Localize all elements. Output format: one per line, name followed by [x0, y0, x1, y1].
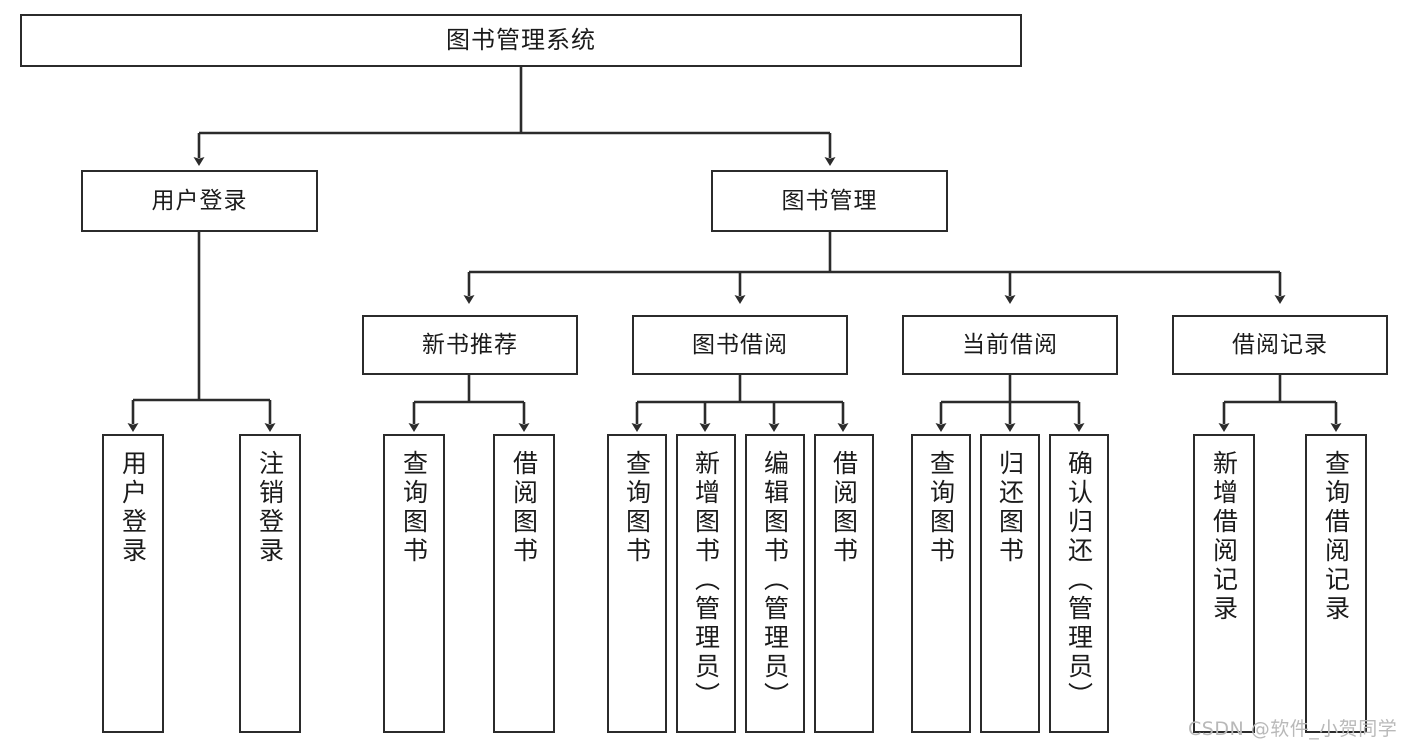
node-borrow-record[interactable]: 借阅记录: [1172, 315, 1388, 375]
node-label: 编辑图书（管理员）: [760, 450, 790, 711]
node-label: 用户登录: [118, 450, 148, 566]
node-label: 确认归还（管理员）: [1064, 450, 1094, 711]
csdn-watermark: CSDN @软件_小贺同学: [1188, 718, 1398, 740]
node-leaf-confirm-return[interactable]: 确认归还（管理员）: [1049, 434, 1109, 733]
node-leaf-add-book[interactable]: 新增图书（管理员）: [676, 434, 736, 733]
node-user-login[interactable]: 用户登录: [81, 170, 318, 232]
node-book-manage[interactable]: 图书管理: [711, 170, 948, 232]
node-label: 用户登录: [151, 187, 248, 214]
node-label: 查询图书: [399, 450, 429, 566]
node-leaf-query-book-2[interactable]: 查询图书: [607, 434, 667, 733]
node-label: 新增借阅记录: [1209, 450, 1239, 624]
node-leaf-borrow-book-1[interactable]: 借阅图书: [493, 434, 555, 733]
node-label: 借阅图书: [509, 450, 539, 566]
node-label: 新增图书（管理员）: [691, 450, 721, 711]
node-leaf-query-book-3[interactable]: 查询图书: [911, 434, 971, 733]
node-leaf-borrow-book-2[interactable]: 借阅图书: [814, 434, 874, 733]
node-label: 图书管理: [781, 187, 878, 214]
node-label: 图书借阅: [692, 331, 788, 358]
node-new-book-recommend[interactable]: 新书推荐: [362, 315, 578, 375]
node-current-borrow[interactable]: 当前借阅: [902, 315, 1118, 375]
node-label: 注销登录: [255, 450, 285, 566]
node-leaf-query-record[interactable]: 查询借阅记录: [1305, 434, 1367, 733]
node-root-system[interactable]: 图书管理系统: [20, 14, 1022, 67]
node-label: 归还图书: [995, 450, 1025, 566]
node-label: 查询图书: [622, 450, 652, 566]
node-label: 查询借阅记录: [1321, 450, 1351, 624]
node-leaf-edit-book[interactable]: 编辑图书（管理员）: [745, 434, 805, 733]
node-leaf-query-book-1[interactable]: 查询图书: [383, 434, 445, 733]
node-leaf-logout-login[interactable]: 注销登录: [239, 434, 301, 733]
node-label: 借阅记录: [1232, 331, 1328, 358]
node-leaf-add-record[interactable]: 新增借阅记录: [1193, 434, 1255, 733]
node-label: 新书推荐: [422, 331, 518, 358]
node-label: 图书管理系统: [446, 25, 596, 54]
node-label: 借阅图书: [829, 450, 859, 566]
node-label: 当前借阅: [962, 331, 1058, 358]
node-leaf-user-login[interactable]: 用户登录: [102, 434, 164, 733]
node-leaf-return-book[interactable]: 归还图书: [980, 434, 1040, 733]
node-book-borrow[interactable]: 图书借阅: [632, 315, 848, 375]
node-label: 查询图书: [926, 450, 956, 566]
